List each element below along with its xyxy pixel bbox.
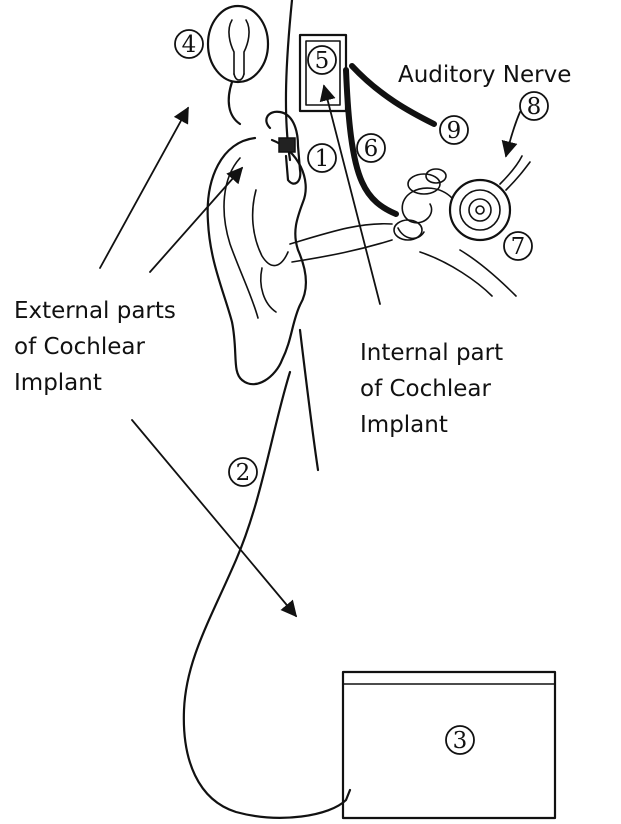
callout-9: 9 <box>440 116 468 144</box>
svg-text:3: 3 <box>453 728 468 754</box>
callout-2: 2 <box>229 458 257 486</box>
svg-text:8: 8 <box>527 94 542 120</box>
svg-text:7: 7 <box>511 234 526 260</box>
head-outline <box>286 0 292 160</box>
arrow-external-ear <box>150 168 242 272</box>
label-external-parts: External parts of Cochlear Implant <box>14 298 176 396</box>
svg-text:9: 9 <box>447 118 462 144</box>
microphone-unit <box>266 112 300 184</box>
headpiece <box>208 6 268 124</box>
arrow-auditory-nerve <box>506 112 520 156</box>
callout-4: 4 <box>175 30 203 58</box>
svg-text:2: 2 <box>236 460 251 486</box>
neck-outline <box>300 330 318 470</box>
callout-8: 8 <box>520 92 548 120</box>
svg-text:4: 4 <box>182 32 197 58</box>
arrow-external-processor <box>132 420 296 616</box>
label-internal-part: Internal part of Cochlear Implant <box>360 340 503 438</box>
callout-7: 7 <box>504 232 532 260</box>
cochlea <box>394 156 530 296</box>
callout-1: 1 <box>308 144 336 172</box>
label-auditory-nerve: Auditory Nerve <box>398 62 571 88</box>
svg-text:Internal part: Internal part <box>360 340 503 366</box>
svg-text:1: 1 <box>315 146 330 172</box>
callout-3: 3 <box>446 726 474 754</box>
svg-text:5: 5 <box>315 48 330 74</box>
processor-cable <box>184 372 350 818</box>
svg-text:External parts: External parts <box>14 298 176 324</box>
svg-text:6: 6 <box>364 136 379 162</box>
svg-text:of Cochlear: of Cochlear <box>360 376 491 402</box>
svg-text:Implant: Implant <box>14 370 102 396</box>
svg-text:of Cochlear: of Cochlear <box>14 334 145 360</box>
callout-5: 5 <box>308 46 336 74</box>
callout-6: 6 <box>357 134 385 162</box>
svg-text:Implant: Implant <box>360 412 448 438</box>
